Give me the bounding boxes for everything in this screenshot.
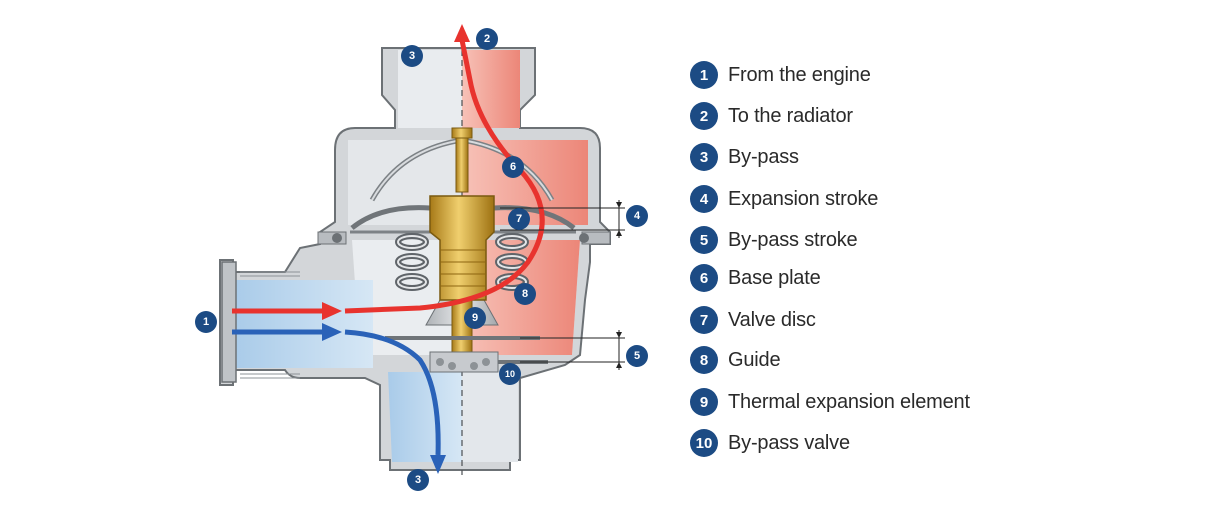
- legend-label: Valve disc: [728, 308, 816, 331]
- legend-item-expansion-stroke: 4 Expansion stroke: [690, 184, 878, 214]
- legend-item-guide: 8 Guide: [690, 345, 781, 375]
- legend-label: Expansion stroke: [728, 187, 879, 210]
- callout-6-number: 6: [510, 161, 516, 173]
- legend-item-base-plate: 6 Base plate: [690, 263, 821, 293]
- callout-9: 9: [464, 307, 486, 329]
- callout-2-number: 2: [484, 33, 490, 45]
- legend-item-valve-disc: 7 Valve disc: [690, 305, 816, 335]
- callout-3-bottom: 3: [407, 469, 429, 491]
- hot-arrowhead-inlet: [322, 302, 342, 320]
- legend-label: Guide: [728, 348, 781, 371]
- callout-3-bottom-number: 3: [415, 474, 421, 486]
- legend-badge: 5: [690, 226, 718, 254]
- legend-label: By-pass stroke: [728, 228, 858, 251]
- callout-5: 5: [626, 345, 648, 367]
- legend-item-by-pass-stroke: 5 By-pass stroke: [690, 225, 858, 255]
- callout-2: 2: [476, 28, 498, 50]
- legend-label: By-pass valve: [728, 431, 850, 454]
- callout-3-top-number: 3: [409, 50, 415, 62]
- callout-10-number: 10: [505, 369, 515, 379]
- callout-7: 7: [508, 208, 530, 230]
- callout-8: 8: [514, 283, 536, 305]
- callout-10: 10: [499, 363, 521, 385]
- callout-7-number: 7: [516, 213, 522, 225]
- legend-item-by-pass-valve: 10 By-pass valve: [690, 428, 850, 458]
- hot-arrowhead-outlet: [454, 24, 470, 42]
- legend-badge: 4: [690, 185, 718, 213]
- legend-label: From the engine: [728, 63, 871, 86]
- legend-badge: 1: [690, 61, 718, 89]
- callout-4-number: 4: [634, 210, 641, 222]
- legend-badge: 6: [690, 264, 718, 292]
- legend-badge: 8: [690, 346, 718, 374]
- legend-item-thermal-expansion-element: 9 Thermal expansion element: [690, 387, 970, 417]
- legend-label: Base plate: [728, 266, 821, 289]
- legend-item-by-pass: 3 By-pass: [690, 142, 799, 172]
- legend-item-to-radiator: 2 To the radiator: [690, 101, 853, 131]
- cold-arrowhead-outlet: [430, 455, 446, 474]
- legend-label: By-pass: [728, 145, 799, 168]
- legend-label: To the radiator: [728, 104, 853, 127]
- legend-badge: 7: [690, 306, 718, 334]
- callout-3: 3: [401, 45, 423, 67]
- cold-arrowhead-inlet: [322, 323, 342, 341]
- callout-1-number: 1: [203, 316, 209, 328]
- callout-4: 4: [626, 205, 648, 227]
- callout-8-number: 8: [522, 288, 528, 300]
- hot-flow-arrows: [232, 39, 545, 314]
- legend-label: Thermal expansion element: [728, 390, 970, 413]
- callout-1: 1: [195, 311, 217, 333]
- callout-5-number: 5: [634, 350, 640, 362]
- legend-badge: 9: [690, 388, 718, 416]
- callout-6: 6: [502, 156, 524, 178]
- legend-item-from-engine: 1 From the engine: [690, 60, 871, 90]
- legend-badge: 3: [690, 143, 718, 171]
- callout-9-number: 9: [472, 312, 478, 324]
- cold-flow-arrows: [232, 329, 441, 456]
- legend-badge: 10: [690, 429, 718, 457]
- legend-badge: 2: [690, 102, 718, 130]
